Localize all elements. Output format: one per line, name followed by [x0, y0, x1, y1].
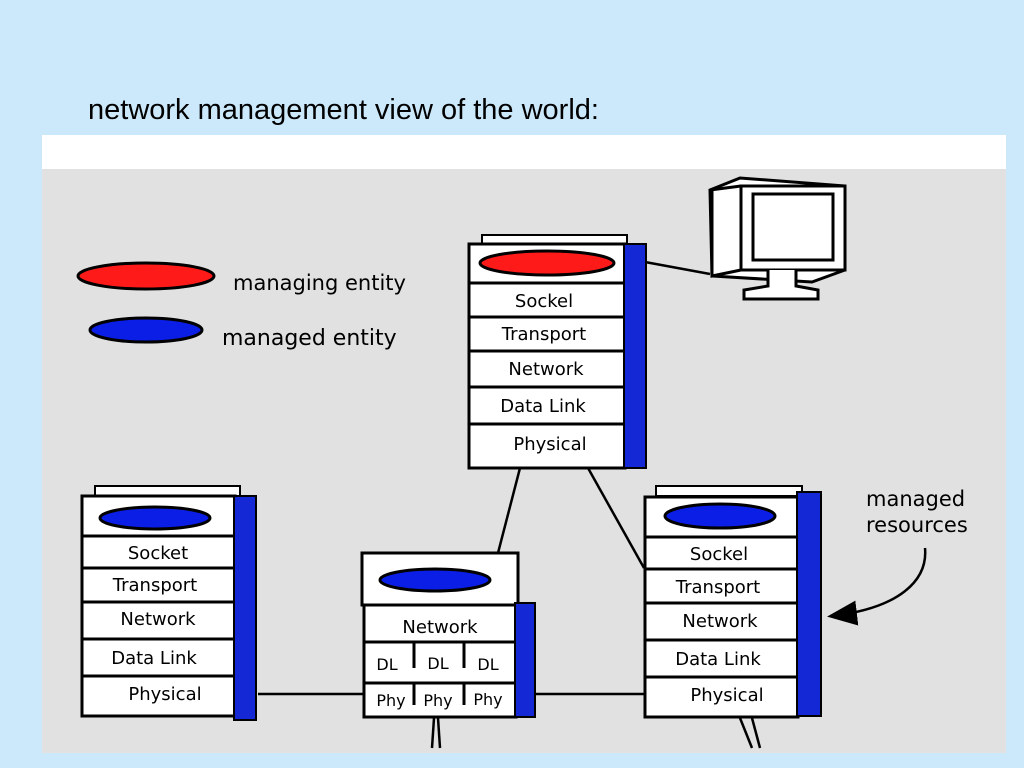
panel-top-band	[42, 135, 1006, 169]
link-manager-right-host	[586, 467, 646, 569]
stack-frame	[80, 494, 237, 718]
managing-entity-oval	[478, 249, 616, 277]
layer-label: Network	[120, 609, 196, 630]
phy-label: Phy	[376, 691, 405, 710]
stack-sidebar	[233, 495, 257, 721]
network-links	[258, 260, 762, 749]
annotation-arrow	[827, 547, 927, 626]
link-right-host-down-2	[750, 717, 762, 749]
stack-top-edge	[655, 485, 803, 497]
layer-label: Network	[402, 617, 478, 638]
link-router-down	[430, 717, 436, 749]
dl-label: DL	[477, 655, 498, 674]
stack-sidebar	[623, 243, 647, 469]
legend-managed-label: managed entity	[222, 326, 397, 351]
phy-label: Phy	[473, 690, 502, 709]
dl-label: DL	[376, 655, 397, 674]
layer-label: Sockel	[690, 544, 748, 565]
link-right-host-down	[738, 717, 754, 749]
layer-label: Physical	[128, 684, 201, 705]
stack-sidebar	[796, 491, 822, 717]
layer-label: Socket	[128, 543, 188, 564]
layer-label: Network	[682, 611, 758, 632]
layer-label: Sockel	[515, 291, 573, 312]
slide-title: network management view of the world:	[88, 94, 599, 126]
legend-managing-label: managing entity	[233, 271, 406, 295]
layer-label: Data Link	[675, 649, 761, 670]
stack-frame	[362, 603, 518, 719]
annotation-line-2: resources	[866, 513, 968, 537]
right-host-stack: Sockel Transport Network Data Link Physi…	[643, 485, 822, 719]
legend-managed-swatch	[88, 316, 204, 344]
layer-label: Network	[508, 359, 584, 380]
stack-frame	[643, 495, 800, 719]
router-stack: Network DL DL DL Phy Phy Phy	[360, 551, 536, 719]
layer-label: Data Link	[500, 396, 586, 417]
legend: managing entity managed entity	[76, 261, 406, 351]
annotation-line-1: managed	[866, 487, 965, 511]
managed-resources-annotation: managed resources	[827, 487, 968, 626]
layer-label: Transport	[675, 577, 760, 598]
layer-label: Transport	[501, 324, 586, 345]
computer-monitor-icon	[708, 176, 847, 301]
managed-entity-oval	[98, 505, 212, 531]
layer-label: Data Link	[111, 648, 197, 669]
managed-entity-oval	[663, 502, 777, 530]
layer-label: Physical	[690, 685, 763, 706]
managed-entity-oval	[378, 567, 492, 593]
dl-label: DL	[427, 654, 448, 673]
stack-frame	[467, 242, 627, 470]
link-manager-monitor	[644, 260, 711, 276]
left-host-stack: Socket Transport Network Data Link Physi…	[80, 485, 257, 721]
stack-sidebar	[514, 602, 536, 718]
manager-stack: Sockel Transport Network Data Link Physi…	[467, 234, 647, 470]
layer-label: Physical	[513, 434, 586, 455]
layer-label: Transport	[112, 575, 197, 596]
legend-managing-swatch	[76, 261, 216, 291]
link-router-down-2	[436, 717, 442, 749]
link-manager-router	[496, 467, 522, 554]
phy-label: Phy	[423, 691, 452, 710]
